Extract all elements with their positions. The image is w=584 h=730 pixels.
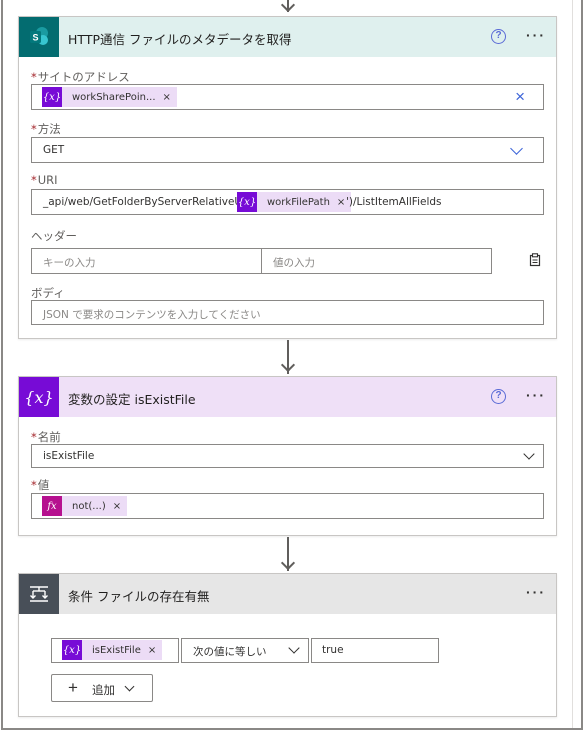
header-value-input[interactable]: 値の入力 [261, 248, 492, 274]
variable-icon: {x} [19, 377, 59, 417]
method-label: *方法 [31, 122, 61, 136]
site-address-token[interactable]: {x} workSharePoin... × [42, 87, 177, 107]
variable-name-label: *名前 [31, 430, 61, 444]
remove-token-icon[interactable]: × [112, 500, 122, 512]
variable-icon: {x} [42, 87, 62, 107]
uri-token[interactable]: {x} workFilePath × [237, 192, 352, 212]
headers-label: ヘッダー [31, 229, 77, 243]
variable-name-dropdown[interactable]: isExistFile [31, 444, 544, 468]
set-variable-card: {x} 変数の設定 isExistFile ? ··· *名前 isExistF… [18, 376, 557, 536]
more-options-icon[interactable]: ··· [526, 27, 546, 43]
svg-text:S: S [32, 33, 38, 43]
body-input[interactable]: JSON で要求のコンテンツを入力してください [31, 300, 544, 325]
condition-operator-dropdown[interactable]: 次の値に等しい [181, 638, 309, 663]
connector-arrow [279, 537, 297, 574]
uri-label: *URI [31, 173, 58, 187]
chevron-down-icon [523, 448, 535, 460]
condition-icon [19, 574, 59, 614]
condition-card-title: 条件 ファイルの存在有無 [68, 589, 210, 604]
uri-field[interactable]: _api/web/GetFolderByServerRelativeUrl(' … [31, 189, 544, 215]
condition-left-operand[interactable]: {x} isExistFile × [51, 638, 179, 663]
plus-icon: + [68, 678, 78, 697]
condition-right-operand[interactable]: true [311, 638, 439, 663]
fx-icon: fx [42, 496, 62, 516]
header-key-input[interactable]: キーの入力 [31, 248, 262, 274]
variable-value-label: *値 [31, 478, 50, 492]
condition-card-header[interactable]: 条件 ファイルの存在有無 ··· [19, 574, 556, 614]
http-card-header[interactable]: S HTTP通信 ファイルのメタデータを取得 ? ··· [19, 17, 556, 57]
remove-token-icon[interactable]: × [147, 644, 157, 656]
expression-token[interactable]: fx not(...) × [42, 496, 128, 516]
remove-token-icon[interactable]: × [162, 91, 171, 103]
more-options-icon[interactable]: ··· [526, 387, 546, 403]
switch-to-text-mode-icon[interactable] [528, 252, 542, 271]
add-condition-button[interactable]: + 追加 [51, 674, 153, 702]
variable-card-header[interactable]: {x} 変数の設定 isExistFile ? ··· [19, 377, 556, 417]
remove-token-icon[interactable]: × [336, 196, 346, 208]
http-card-title: HTTP通信 ファイルのメタデータを取得 [68, 32, 292, 47]
condition-left-token[interactable]: {x} isExistFile × [62, 640, 163, 660]
variable-card-title: 変数の設定 isExistFile [68, 392, 196, 407]
help-icon[interactable]: ? [491, 29, 506, 44]
variable-icon: {x} [237, 192, 257, 212]
sharepoint-icon: S [19, 17, 59, 57]
vertical-scrollbar[interactable] [572, 0, 581, 728]
condition-card: 条件 ファイルの存在有無 ··· {x} isExistFile × 次の値に等… [18, 573, 557, 717]
connector-arrow-top [279, 0, 297, 16]
chevron-down-icon [510, 142, 523, 155]
method-dropdown[interactable]: GET [31, 137, 544, 163]
clear-icon[interactable]: × [515, 87, 525, 106]
site-address-label: *サイトのアドレス [31, 70, 130, 84]
variable-icon: {x} [62, 640, 82, 660]
site-address-field[interactable]: {x} workSharePoin... × × [31, 84, 544, 110]
connector-arrow [279, 340, 297, 376]
variable-value-field[interactable]: fx not(...) × [31, 493, 544, 519]
help-icon[interactable]: ? [491, 389, 506, 404]
http-action-card: S HTTP通信 ファイルのメタデータを取得 ? ··· *サイトのアドレス {… [18, 16, 557, 339]
chevron-down-icon [288, 642, 300, 654]
body-label: ボディ [31, 286, 65, 300]
chevron-down-icon [124, 681, 135, 692]
more-options-icon[interactable]: ··· [526, 584, 546, 600]
